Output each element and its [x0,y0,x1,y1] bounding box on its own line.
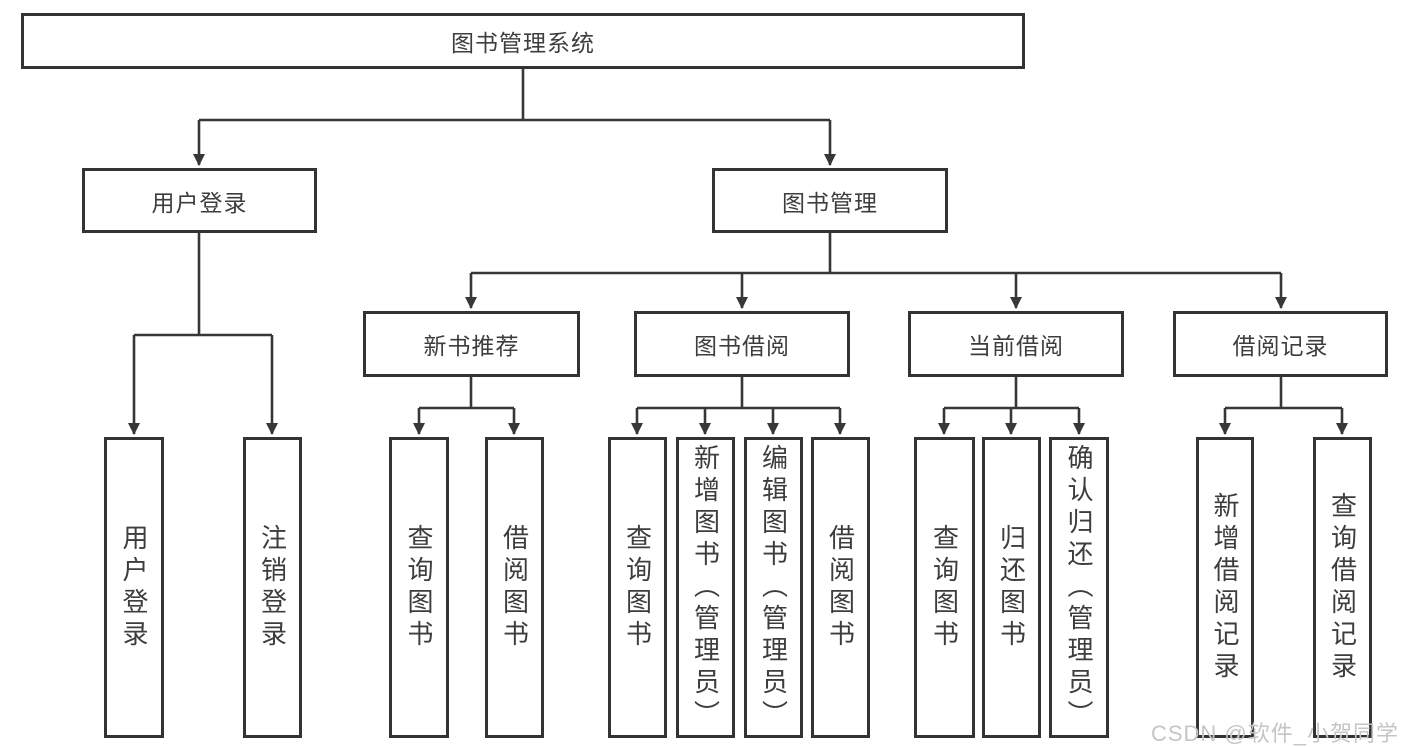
leaf-newbook-borrow: 借阅图书 [485,437,544,738]
leaf-current-query: 查询图书 [914,437,975,738]
leaf-borrow-query: 查询图书 [608,437,667,738]
leaf-record-query-label: 查询借阅记录 [1327,491,1358,684]
leaf-current-confirm-label: 确认归还（管理员） [1064,443,1094,732]
leaf-user-login-label: 用户登录 [119,523,149,652]
leaf-borrow-query-label: 查询图书 [622,523,653,652]
node-borrow: 图书借阅 [634,311,850,377]
leaf-borrow-edit-label: 编辑图书（管理员） [758,443,789,732]
leaf-borrow-borrow-label: 借阅图书 [825,523,856,652]
node-user-login: 用户登录 [82,168,317,233]
leaf-newbook-query-label: 查询图书 [404,523,434,652]
node-current-label: 当前借阅 [968,333,1064,359]
leaf-logout: 注销登录 [243,437,302,738]
leaf-borrow-add: 新增图书（管理员） [676,437,735,738]
node-user-login-label: 用户登录 [151,189,248,216]
leaf-borrow-borrow: 借阅图书 [811,437,870,738]
leaf-record-add: 新增借阅记录 [1196,437,1254,738]
leaf-user-login: 用户登录 [104,437,164,738]
leaf-current-return: 归还图书 [982,437,1041,738]
csdn-watermark: CSDN @软件_小贺同学 [1150,721,1399,746]
node-root-label: 图书管理系统 [451,30,595,56]
leaf-newbook-query: 查询图书 [389,437,449,738]
leaf-current-query-label: 查询图书 [929,523,960,652]
leaf-record-query: 查询借阅记录 [1313,437,1372,738]
leaf-record-add-label: 新增借阅记录 [1210,491,1240,684]
node-record-label: 借阅记录 [1232,333,1329,359]
node-new-book-label: 新书推荐 [423,333,520,359]
node-book-mgmt: 图书管理 [712,168,948,233]
node-book-mgmt-label: 图书管理 [782,189,878,216]
node-borrow-label: 图书借阅 [694,333,790,359]
leaf-logout-label: 注销登录 [257,523,288,652]
leaf-newbook-borrow-label: 借阅图书 [499,523,530,652]
node-new-book: 新书推荐 [363,311,580,377]
leaf-borrow-edit: 编辑图书（管理员） [744,437,803,738]
node-root: 图书管理系统 [21,13,1025,69]
leaf-current-confirm: 确认归还（管理员） [1049,437,1109,738]
leaf-current-return-label: 归还图书 [996,523,1027,652]
node-current: 当前借阅 [908,311,1124,377]
leaf-borrow-add-label: 新增图书（管理员） [690,443,721,732]
node-record: 借阅记录 [1173,311,1388,377]
